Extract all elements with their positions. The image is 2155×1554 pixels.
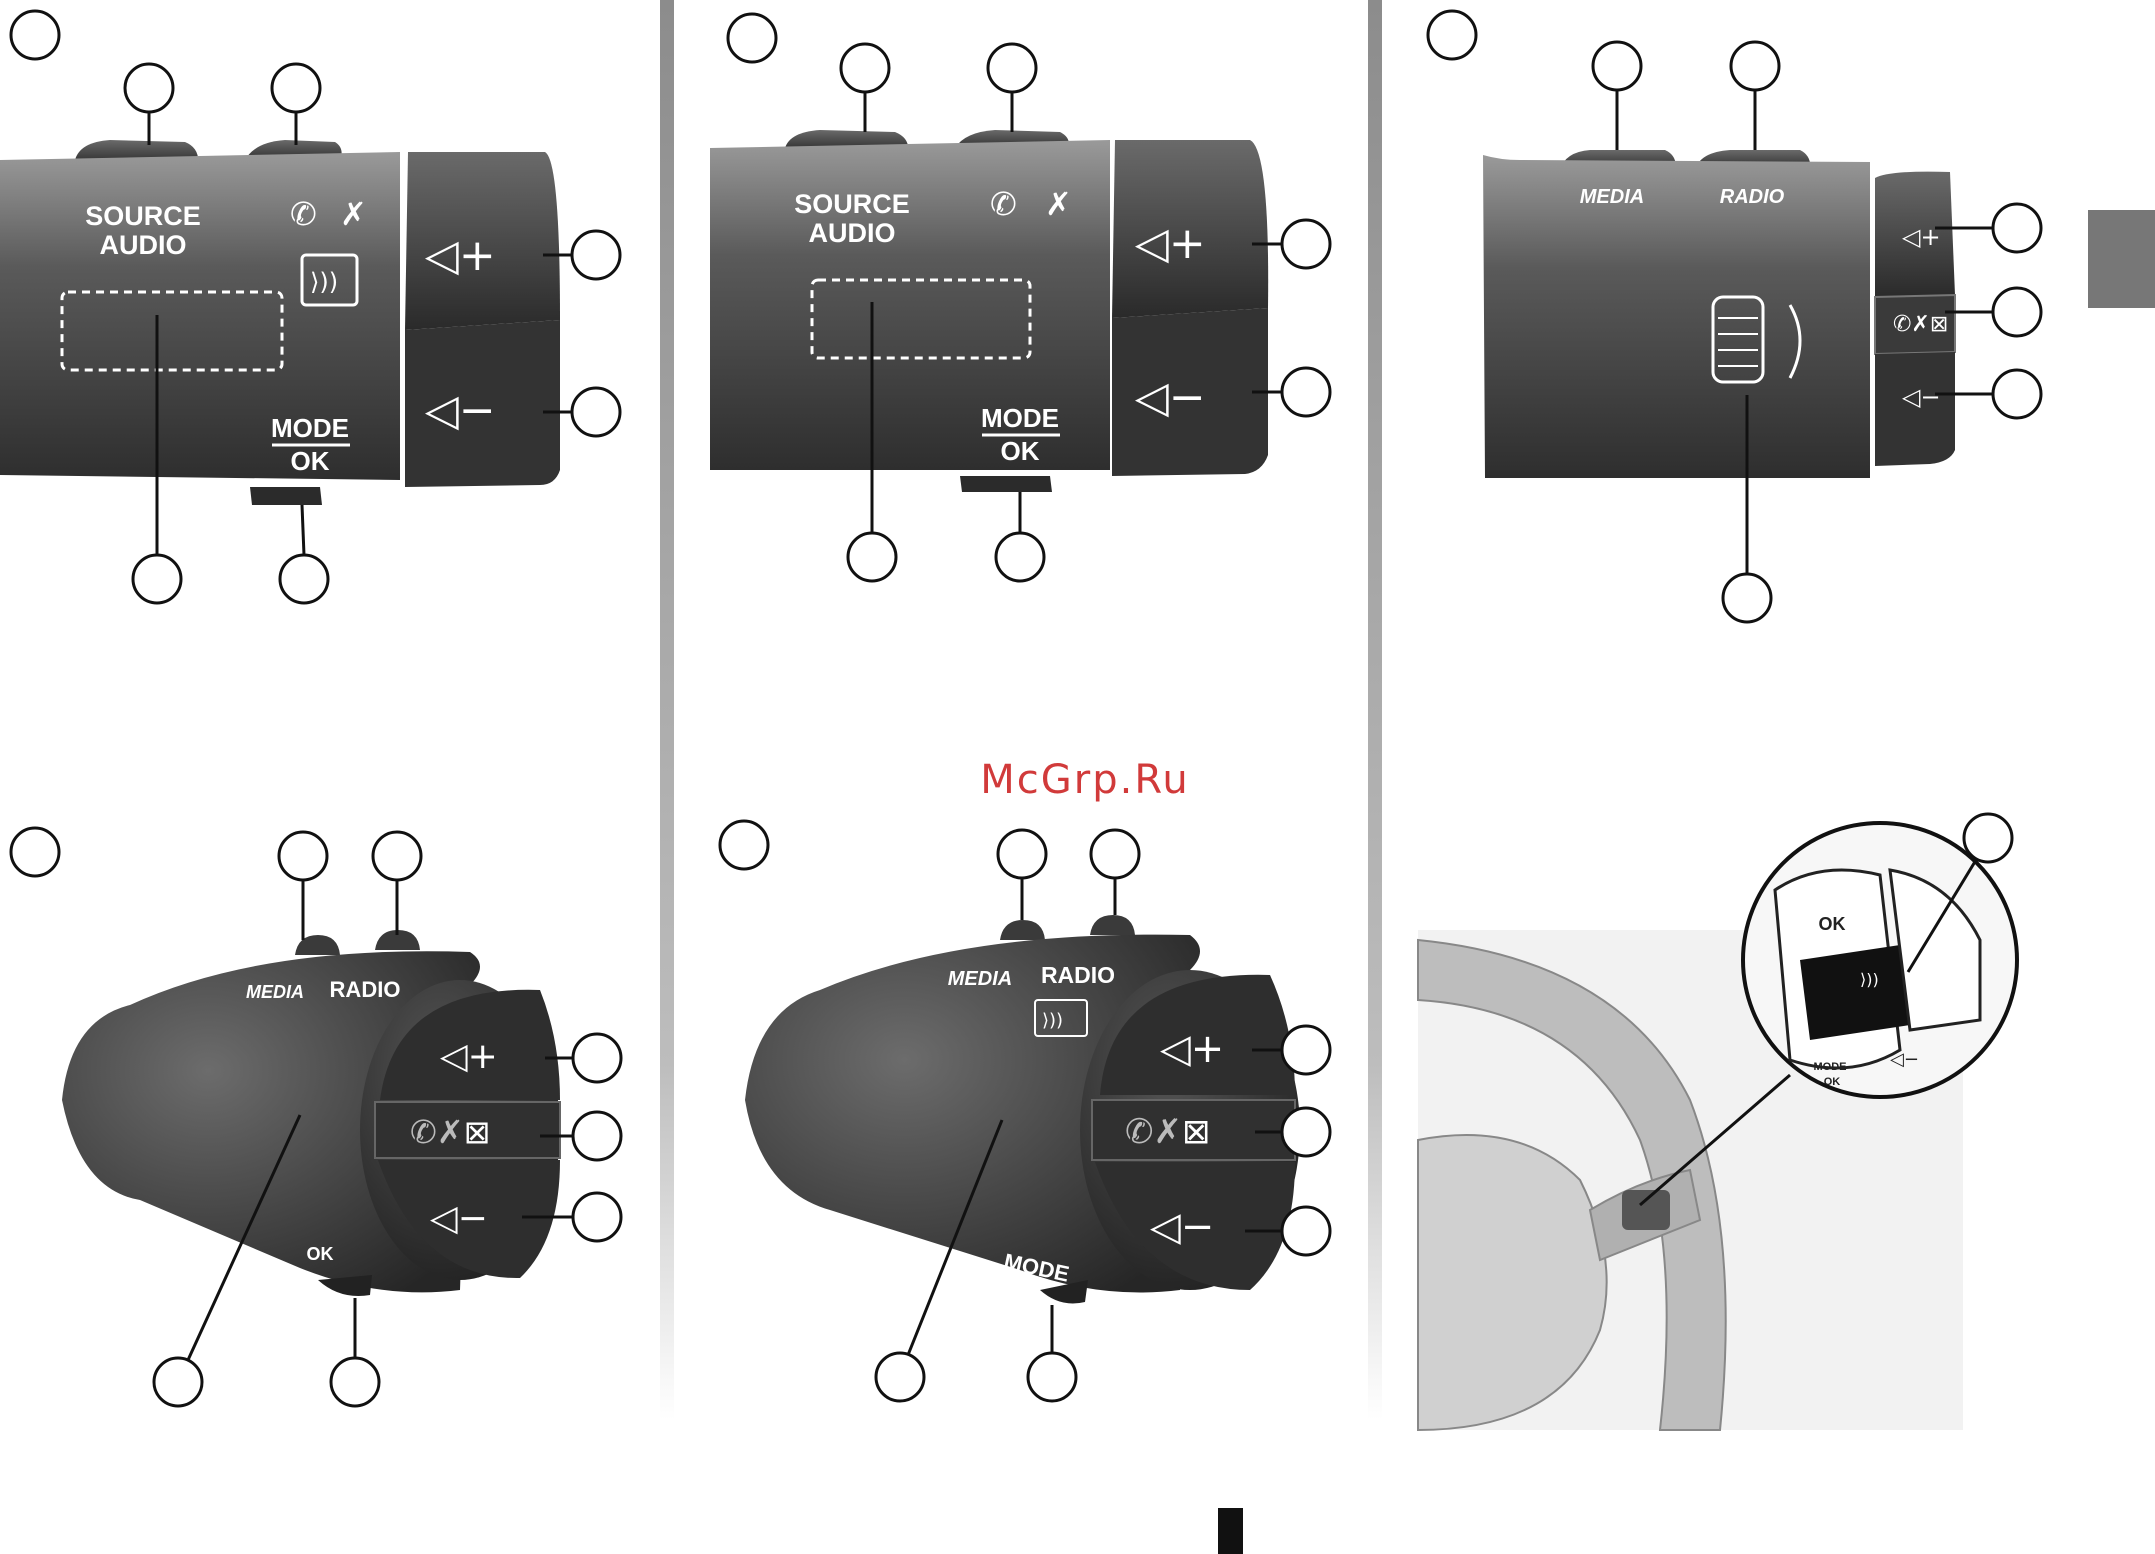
callout xyxy=(841,44,889,92)
callout xyxy=(573,1193,621,1241)
ok-label: OK xyxy=(307,1244,334,1264)
callout xyxy=(1282,368,1330,416)
callout xyxy=(1593,42,1641,90)
divider-left xyxy=(660,0,674,1420)
panel-1: SOURCE AUDIO ✆ ✗ ⟩)) MODE OK ◁+ ◁− xyxy=(0,11,620,603)
volume-down-icon: ◁− xyxy=(1134,372,1206,423)
mode-label: MODE xyxy=(271,413,349,443)
panel-2: SOURCE AUDIO ✆ ✗ MODE OK ◁+ ◁− xyxy=(710,14,1330,581)
callout xyxy=(573,1034,621,1082)
callout xyxy=(996,533,1044,581)
source-label-line2: AUDIO xyxy=(100,230,187,260)
panel-5: MEDIA RADIO ⟩)) ◁+ ✆✗⊠ ◁− MODE xyxy=(720,821,1330,1401)
voice-icon-glyph: ⟩)) xyxy=(310,268,338,296)
callout xyxy=(572,231,620,279)
phone-answer-icon: ✆ xyxy=(290,195,317,233)
source-label-line2: AUDIO xyxy=(809,218,896,248)
ok-label: OK xyxy=(1001,436,1040,466)
callout xyxy=(876,1353,924,1401)
panel-3: MEDIA RADIO ◁+ ✆✗⊠ ◁− xyxy=(1428,11,2041,622)
callout xyxy=(154,1358,202,1406)
bottom-wheel xyxy=(318,1275,372,1296)
volume-down-icon: ◁− xyxy=(1902,383,1941,411)
callout xyxy=(1282,1108,1330,1156)
callout xyxy=(988,44,1036,92)
callout xyxy=(573,1112,621,1160)
callout xyxy=(1282,220,1330,268)
panel-label-circle xyxy=(11,828,59,876)
radio-label: RADIO xyxy=(1720,186,1785,208)
bottom-wheel xyxy=(250,487,322,505)
phone-answer-icon: ✆ xyxy=(990,185,1017,223)
radio-label: RADIO xyxy=(1041,962,1115,988)
callout xyxy=(1993,370,2041,418)
top-button-media xyxy=(1000,920,1045,940)
leader xyxy=(302,505,304,555)
callout xyxy=(848,533,896,581)
panel-label-circle xyxy=(728,14,776,62)
control-body xyxy=(1483,155,1870,478)
volume-down-icon: ◁− xyxy=(1150,1204,1214,1250)
watermark: McGrp.Ru xyxy=(980,757,1189,803)
callout xyxy=(373,832,421,880)
phone-mute-icon: ✆✗⊠ xyxy=(1125,1112,1210,1152)
volume-up-icon: ◁+ xyxy=(424,230,496,281)
mode-label: MODE xyxy=(981,403,1059,433)
volume-down-icon: ◁− xyxy=(424,385,496,436)
volume-down-icon: ◁− xyxy=(430,1198,488,1239)
top-button-radio xyxy=(1090,915,1135,935)
panel-label-circle xyxy=(1428,11,1476,59)
phone-hangup-icon: ✗ xyxy=(340,195,367,233)
section-tab xyxy=(2088,210,2155,308)
source-label-line1: SOURCE xyxy=(794,189,910,219)
panel-4: MEDIA RADIO ◁+ ✆✗⊠ ◁− OK xyxy=(11,828,621,1406)
volume-up-icon: ◁+ xyxy=(1134,218,1206,269)
callout xyxy=(1993,288,2041,336)
callout xyxy=(1282,1026,1330,1074)
volume-up-icon: ◁+ xyxy=(440,1036,498,1077)
radio-label: RADIO xyxy=(330,977,401,1002)
panel-label-circle xyxy=(11,11,59,59)
callout xyxy=(1282,1207,1330,1255)
volume-up-icon: ◁+ xyxy=(1902,223,1941,251)
bottom-wheel xyxy=(960,476,1052,492)
callout xyxy=(1964,814,2012,862)
media-label: MEDIA xyxy=(246,982,304,1002)
panel-label-circle xyxy=(720,821,768,869)
divider-right xyxy=(1368,0,1382,1420)
phone-mute-icon: ✆✗⊠ xyxy=(1893,312,1948,337)
volume-up-icon: ◁+ xyxy=(1160,1026,1224,1072)
volume-down-icon: ◁− xyxy=(1890,1049,1919,1070)
callout xyxy=(125,64,173,112)
callout xyxy=(1731,42,1779,90)
voice-icon-glyph: ⟩)) xyxy=(1860,970,1879,989)
stalk-control-photo xyxy=(1622,1190,1670,1230)
panel-6: OK ⟩)) MODE OK ◁− xyxy=(1418,814,2017,1430)
inset-voice-button xyxy=(1800,945,1910,1040)
callout xyxy=(1091,830,1139,878)
callout xyxy=(572,388,620,436)
callout xyxy=(280,555,328,603)
callout xyxy=(1028,1353,1076,1401)
phone-mute-icon: ✆✗⊠ xyxy=(410,1113,490,1151)
inset-mode-label: MODE xyxy=(1814,1061,1847,1073)
page-marker xyxy=(1218,1508,1243,1554)
callout xyxy=(1723,574,1771,622)
media-label: MEDIA xyxy=(1580,186,1644,208)
callout xyxy=(279,832,327,880)
inset-ok-label: OK xyxy=(1819,914,1846,934)
inset-mode-ok-label: OK xyxy=(1824,1076,1841,1088)
callout xyxy=(1993,204,2041,252)
callout xyxy=(133,555,181,603)
ok-label: OK xyxy=(291,446,330,476)
media-label: MEDIA xyxy=(948,968,1012,990)
source-label-line1: SOURCE xyxy=(85,201,201,231)
callout xyxy=(998,830,1046,878)
voice-icon-glyph: ⟩)) xyxy=(1042,1010,1063,1031)
callout xyxy=(272,64,320,112)
phone-hangup-icon: ✗ xyxy=(1045,185,1072,223)
callout xyxy=(331,1358,379,1406)
